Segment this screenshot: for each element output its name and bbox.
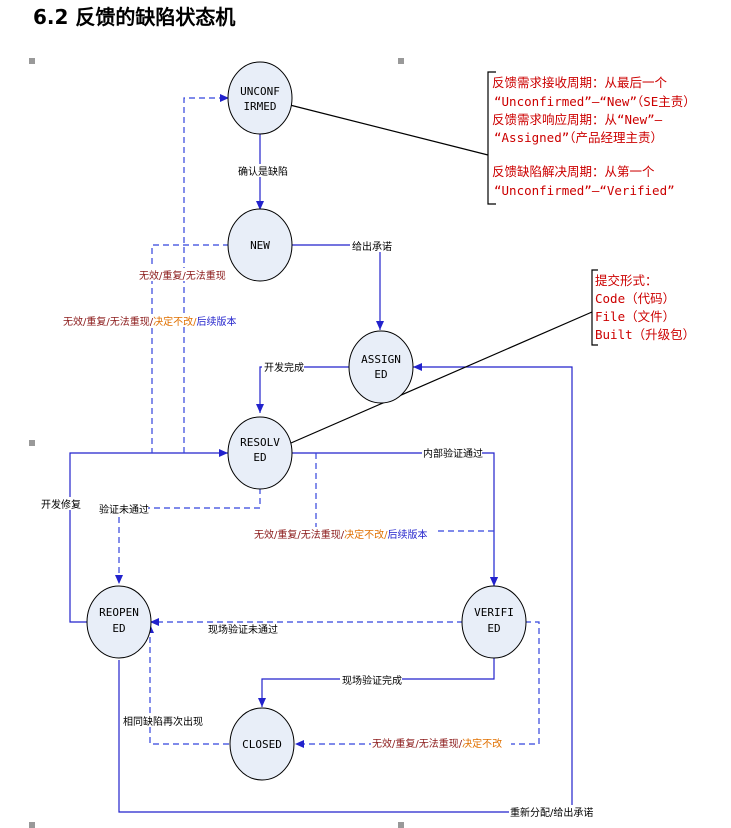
label-invalid-verified: 无效/重复/无法重现/决定不改/后续版本 xyxy=(254,528,427,541)
cycle-note-line: 反馈需求响应周期：从“New”— xyxy=(492,112,663,127)
state-closed[interactable]: CLOSED xyxy=(229,707,295,781)
label-invalid-resolved-b: 决定不改/ xyxy=(153,315,197,328)
label-verify-fail: 验证未通过 xyxy=(99,503,149,516)
state-unconfirmed-line1: UNCONF xyxy=(240,85,280,98)
state-resolved-line1: RESOLV xyxy=(240,436,280,449)
label-onsite-fail: 现场验证未通过 xyxy=(208,623,278,636)
page-title: 6.2 反馈的缺陷状态机 xyxy=(33,5,235,29)
state-assigned-line1: ASSIGN xyxy=(361,353,401,366)
edge-commit xyxy=(291,244,384,330)
submit-note-line: Built（升级包） xyxy=(595,327,695,342)
label-invalid-verified-a: 无效/重复/无法重现/ xyxy=(254,528,345,541)
state-unconfirmed-line2: IRMED xyxy=(243,100,276,113)
label-reassign: 重新分配/给出承诺 xyxy=(510,806,593,819)
state-resolved-line2: ED xyxy=(253,451,266,464)
cycle-note-line: 反馈缺陷解决周期：从第一个 xyxy=(492,164,655,179)
cycle-note-bracket xyxy=(487,71,496,205)
label-confirm: 确认是缺陷 xyxy=(238,165,288,178)
submit-note-line: File（文件） xyxy=(595,309,675,324)
label-invalid-closed: 无效/重复/无法重现/决定不改 xyxy=(372,737,502,750)
state-assigned[interactable]: ASSIGN ED xyxy=(348,330,414,404)
label-invalid-resolved-a: 无效/重复/无法重现/ xyxy=(63,315,154,328)
selection-handle[interactable] xyxy=(398,58,404,64)
edge-invalid-resolved xyxy=(183,94,229,453)
selection-handle[interactable] xyxy=(29,440,35,446)
state-verified[interactable]: VERIFI ED xyxy=(461,585,527,659)
label-invalid-resolved: 无效/重复/无法重现/决定不改/后续版本 xyxy=(63,315,236,328)
label-internal-pass: 内部验证通过 xyxy=(423,447,483,460)
state-new-line1: NEW xyxy=(250,239,270,252)
edge-internal-pass xyxy=(291,452,498,586)
selection-handle[interactable] xyxy=(29,58,35,64)
label-dev-fix: 开发修复 xyxy=(41,498,81,511)
submit-note-bracket xyxy=(591,269,598,346)
state-reopened-line1: REOPEN xyxy=(99,606,139,619)
label-invalid-resolved-c: 后续版本 xyxy=(196,315,236,328)
selection-handle[interactable] xyxy=(29,822,35,828)
label-same-defect: 相同缺陷再次出现 xyxy=(123,715,203,728)
label-commit: 给出承诺 xyxy=(352,240,392,253)
submit-note-connector xyxy=(267,311,593,454)
cycle-note-line: “Unconfirmed”—“Verified” xyxy=(494,183,675,198)
cycle-note: 反馈需求接收周期：从最后一个 “Unconfirmed”—“New”（SE主责）… xyxy=(492,75,696,198)
edge-verify-fail xyxy=(115,488,261,584)
submit-note-line: 提交形式： xyxy=(595,273,658,288)
state-unconfirmed[interactable]: UNCONF IRMED xyxy=(227,61,293,135)
label-dev-done: 开发完成 xyxy=(264,361,304,374)
state-reopened-line2: ED xyxy=(112,622,125,635)
label-invalid-verified-b: 决定不改/ xyxy=(344,528,388,541)
state-resolved[interactable]: RESOLV ED xyxy=(227,416,293,490)
edge-invalid-verified xyxy=(315,453,498,586)
label-invalid-verified-c: 后续版本 xyxy=(387,528,427,541)
label-invalid-closed-b: 决定不改 xyxy=(462,737,502,750)
edge-dev-done xyxy=(256,366,349,413)
state-reopened[interactable]: REOPEN ED xyxy=(86,585,152,659)
cycle-note-connector xyxy=(277,101,489,156)
submit-note: 提交形式： Code（代码） File（文件） Built（升级包） xyxy=(595,273,695,342)
state-new[interactable]: NEW xyxy=(227,208,293,282)
cycle-note-line: “Assigned”（产品经理主责） xyxy=(494,130,663,145)
label-onsite-done: 现场验证完成 xyxy=(342,674,402,687)
state-assigned-line2: ED xyxy=(374,368,387,381)
cycle-note-line: 反馈需求接收周期：从最后一个 xyxy=(492,75,668,90)
edge-dev-fix xyxy=(69,449,228,623)
label-invalid-closed-a: 无效/重复/无法重现/ xyxy=(372,737,463,750)
selection-handle[interactable] xyxy=(398,822,404,828)
label-invalid-new: 无效/重复/无法重现 xyxy=(139,269,226,282)
submit-note-line: Code（代码） xyxy=(595,291,675,306)
state-closed-line1: CLOSED xyxy=(242,738,282,751)
cycle-note-line: “Unconfirmed”—“New”（SE主责） xyxy=(494,94,696,109)
state-verified-line2: ED xyxy=(487,622,500,635)
edge-invalid-new xyxy=(151,244,229,453)
edge-invalid-closed xyxy=(295,621,540,748)
state-verified-line1: VERIFI xyxy=(474,606,514,619)
